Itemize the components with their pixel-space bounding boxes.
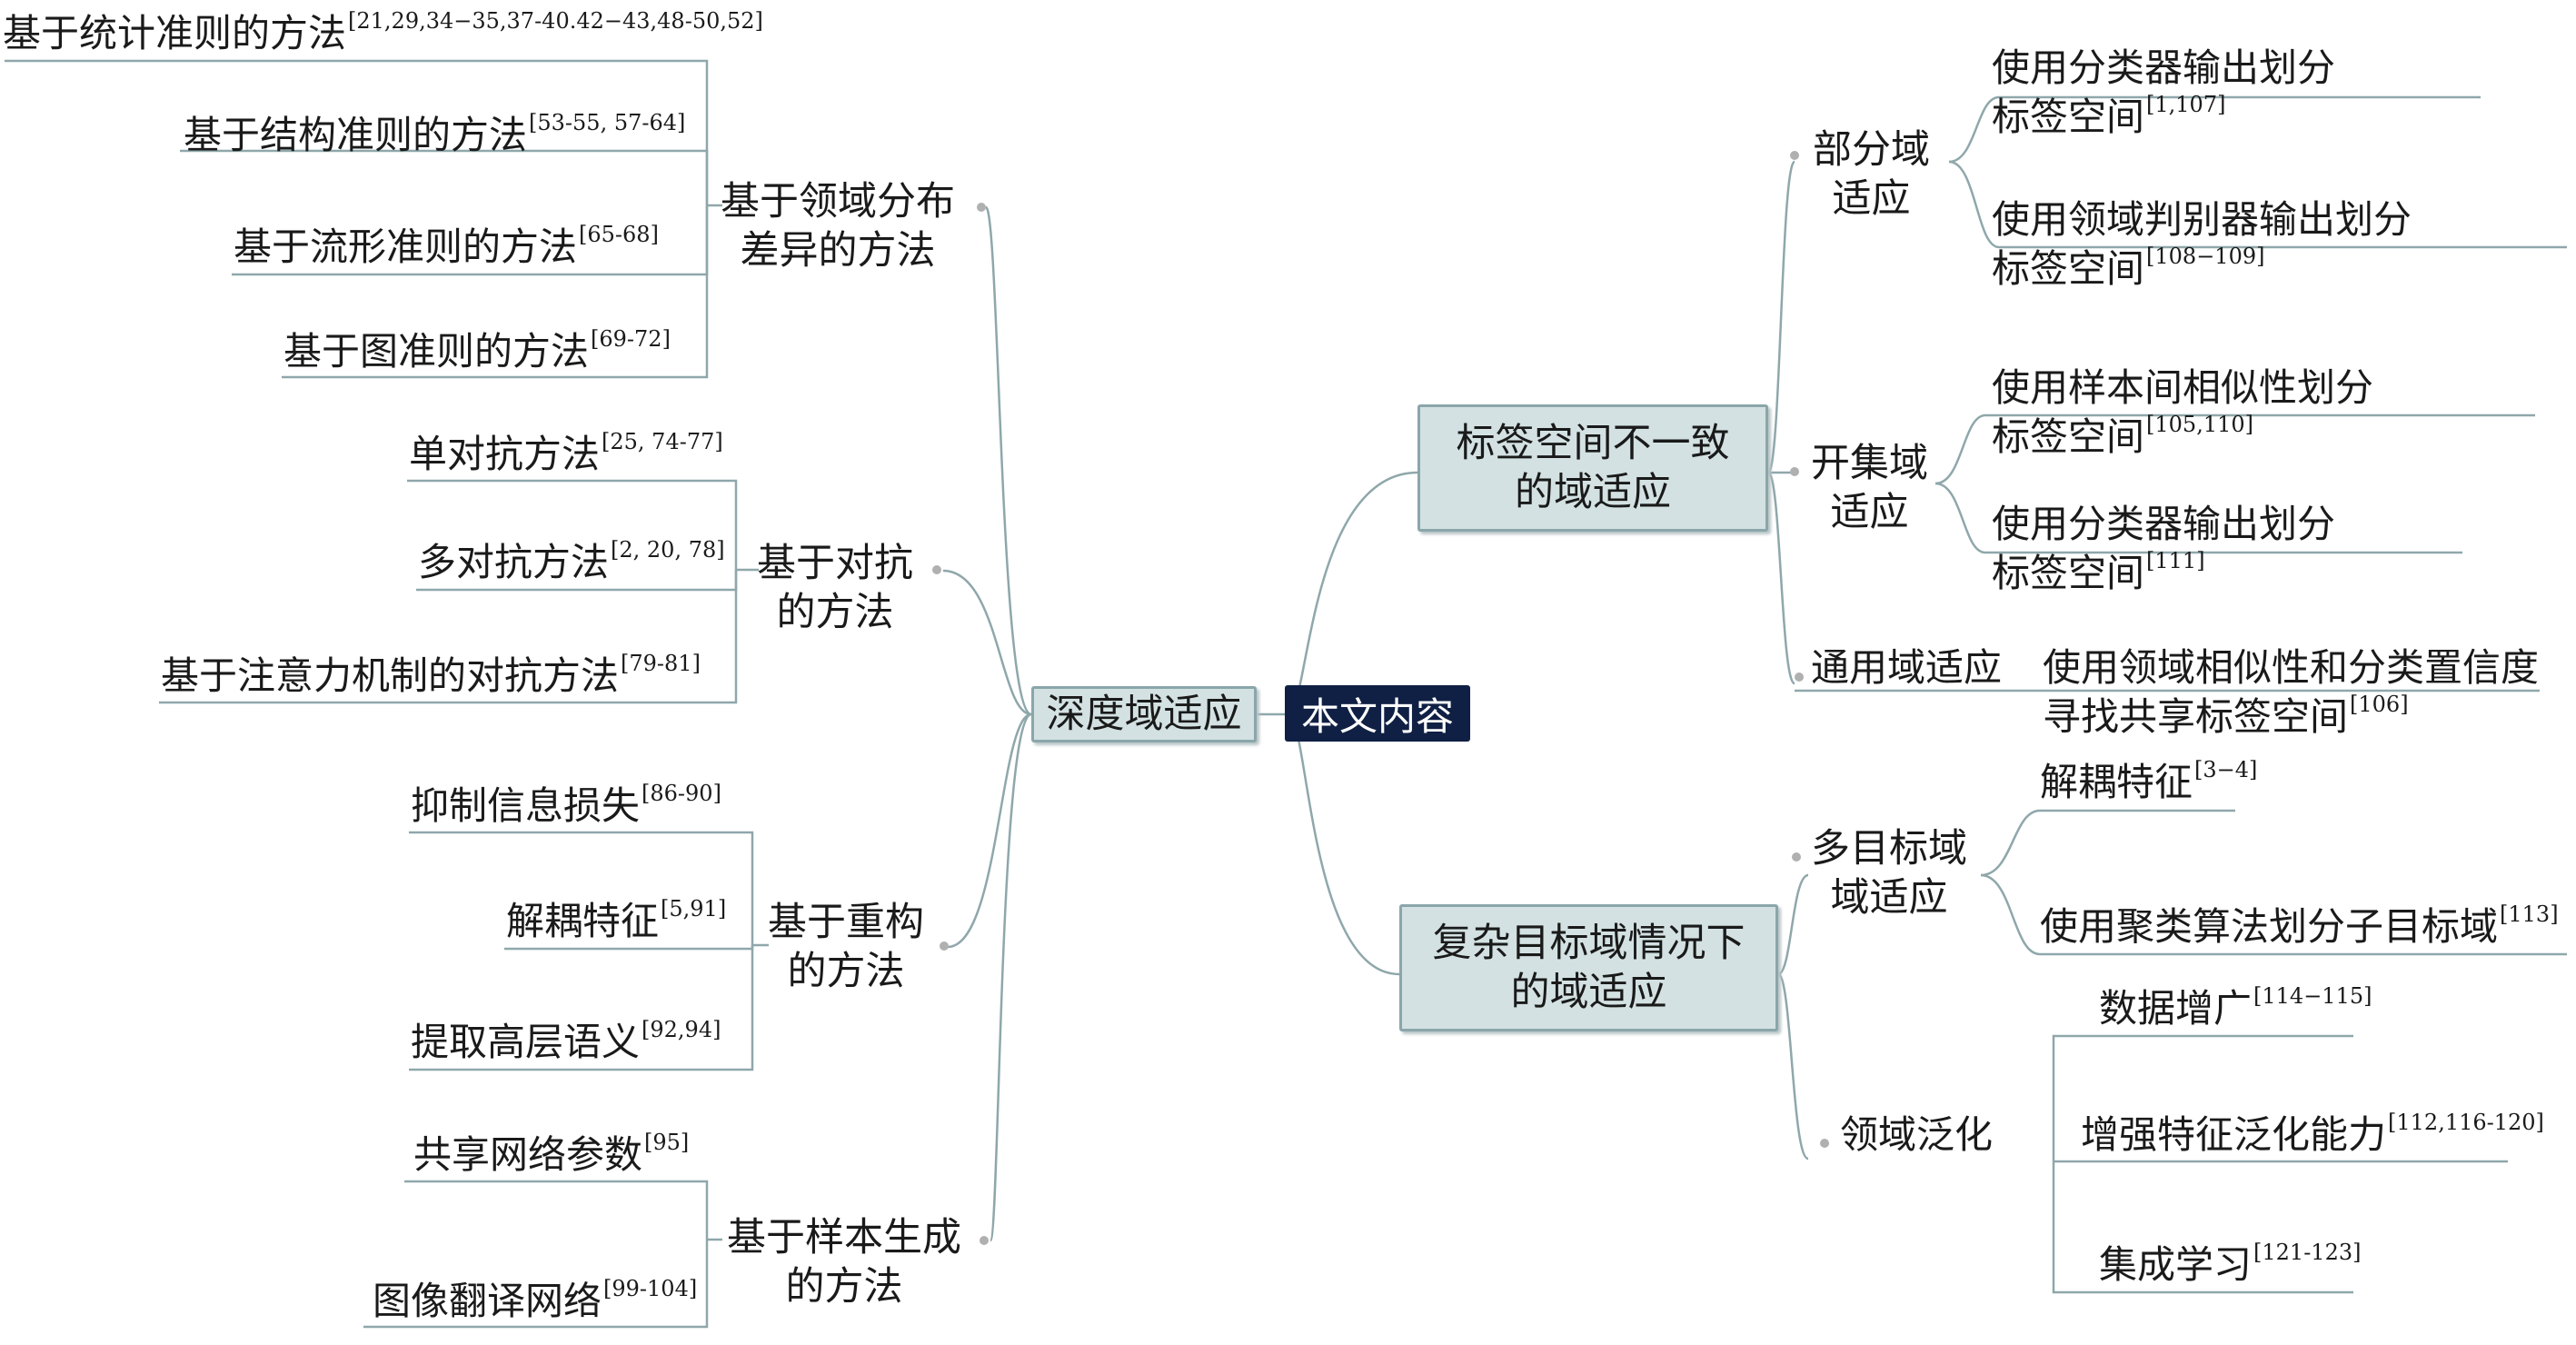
sub-multitarget-da: 多目标域 域适应 <box>1811 826 1967 921</box>
leaf-ensemble-learning: 集成学习[121-123] <box>2099 1239 2362 1287</box>
leaf-attention-adversarial: 基于注意力机制的对抗方法[79-81] <box>161 650 701 698</box>
leaf-disentangle-features: 解耦特征[5,91] <box>506 895 727 943</box>
leaf-feature-generalization: 增强特征泛化能力[112,116-120] <box>2081 1109 2544 1157</box>
leaf-openset-classifier: 使用分类器输出划分 标签空间[111] <box>1992 502 2336 595</box>
sub-universal-da: 通用域适应 <box>1811 645 2003 690</box>
leaf-multitarget-disentangle: 解耦特征[3−4] <box>2040 756 2258 804</box>
leaf-multitarget-clustering: 使用聚类算法划分子目标域[113] <box>2040 901 2559 949</box>
group-reconstruction-dot <box>940 942 949 951</box>
leaf-partial-discriminator: 使用领域判别器输出划分 标签空间[108−109] <box>1992 197 2412 291</box>
branch-complex-target: 复杂目标域情况下 的域适应 <box>1399 904 1778 1031</box>
sub-partial-da: 部分域 适应 <box>1813 127 1930 222</box>
sub-universal-dot <box>1795 672 1804 682</box>
leaf-universal-similarity: 使用领域相似性和分类置信度 寻找共享标签空间[106] <box>2043 645 2540 739</box>
left-main-label: 深度域适应 <box>1046 692 1242 737</box>
leaf-suppress-info-loss: 抑制信息损失[86-90] <box>411 780 721 828</box>
leaf-data-augmentation: 数据增广[114−115] <box>2099 982 2372 1031</box>
sub-openset-dot <box>1790 467 1799 476</box>
leaf-manifold-criterion: 基于流形准则的方法[65-68] <box>234 221 659 269</box>
sub-partial-dot <box>1790 151 1799 160</box>
leaf-structural-criterion: 基于结构准则的方法[53-55, 57-64] <box>184 109 686 157</box>
root-label: 本文内容 <box>1300 693 1454 739</box>
group-adversarial-label: 基于对抗 的方法 <box>757 541 913 635</box>
branch-label-space-inconsistent: 标签空间不一致 的域适应 <box>1417 404 1768 532</box>
group-generation-dot <box>980 1236 989 1245</box>
leaf-openset-similarity: 使用样本间相似性划分 标签空间[105,110] <box>1992 365 2374 459</box>
group-distribution-dot <box>977 203 986 212</box>
group-distribution-label: 基于领域分布 差异的方法 <box>721 179 955 274</box>
leaf-image-translation: 图像翻译网络[99-104] <box>373 1275 698 1323</box>
sub-generalization-dot <box>1820 1139 1829 1148</box>
leaf-graph-criterion: 基于图准则的方法[69-72] <box>283 325 671 374</box>
group-reconstruction-label: 基于重构 的方法 <box>768 900 924 994</box>
leaf-partial-classifier: 使用分类器输出划分 标签空间[1,107] <box>1992 45 2336 139</box>
leaf-single-adversarial: 单对抗方法[25, 74-77] <box>409 428 723 476</box>
leaf-high-level-semantics: 提取高层语义[92,94] <box>411 1016 721 1064</box>
root-node: 本文内容 <box>1285 685 1470 742</box>
sub-domain-generalization: 领域泛化 <box>1840 1112 1994 1157</box>
group-generation-label: 基于样本生成 的方法 <box>727 1215 961 1310</box>
left-main-node: 深度域适应 <box>1031 686 1257 742</box>
leaf-shared-parameters: 共享网络参数[95] <box>413 1129 690 1177</box>
sub-openset-da: 开集域 适应 <box>1811 441 1928 535</box>
leaf-multi-adversarial: 多对抗方法[2, 20, 78] <box>418 536 725 584</box>
leaf-statistical-criterion: 基于统计准则的方法[21,29,34−35,37-40.42−43,48-50,… <box>3 7 763 55</box>
sub-multitarget-dot <box>1792 852 1801 862</box>
group-adversarial-dot <box>932 565 941 574</box>
